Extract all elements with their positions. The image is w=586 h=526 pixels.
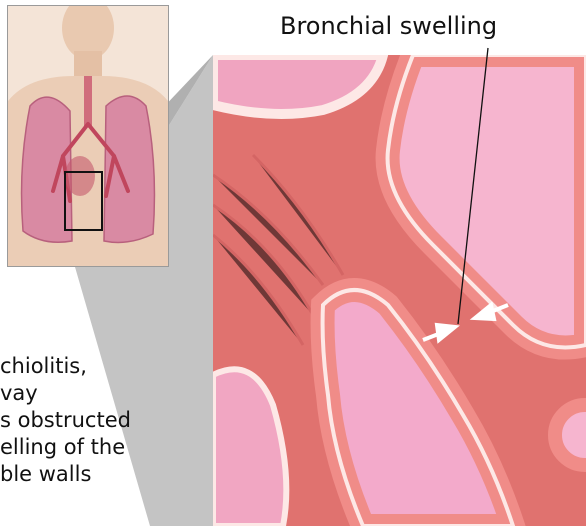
caption-line: ble walls <box>0 461 215 488</box>
caption-text: chiolitis, vay s obstructed elling of th… <box>0 353 215 526</box>
caption-line: chiolitis, <box>0 353 215 380</box>
caption-line: elling of the <box>0 434 215 461</box>
caption-line: s obstructed <box>0 407 215 434</box>
caption-line: vay <box>0 380 215 407</box>
bronchial-swelling-label: Bronchial swelling <box>280 12 497 40</box>
